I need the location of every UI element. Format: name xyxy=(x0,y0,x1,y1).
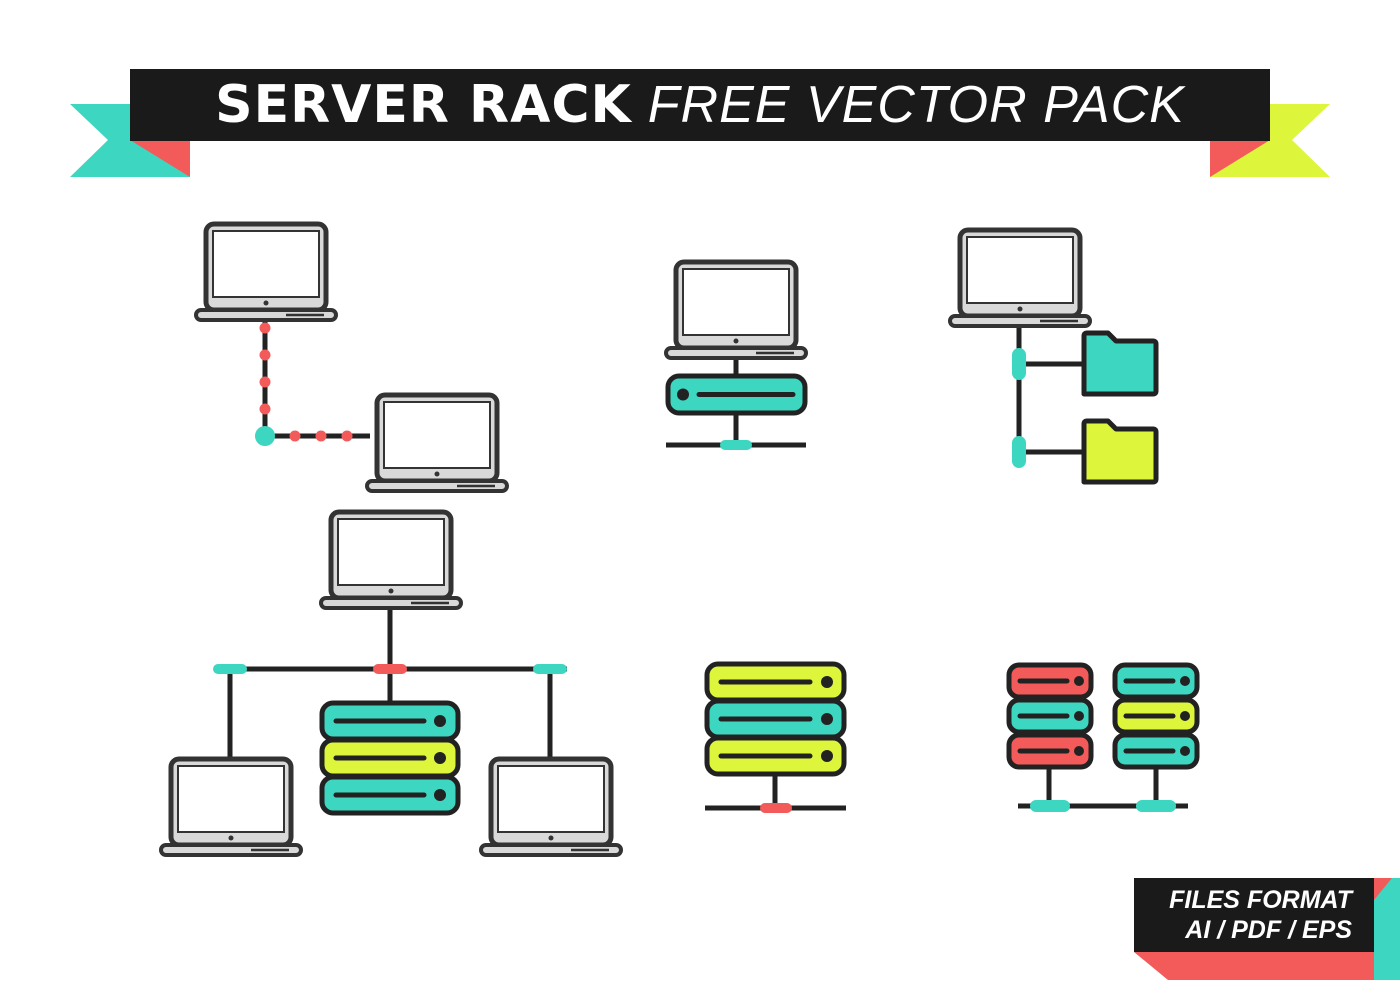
badge-line-1: FILES FORMAT xyxy=(1169,886,1352,914)
title-bold-text: SERVER RACK xyxy=(215,75,632,135)
ribbon-body xyxy=(130,69,1270,141)
laptop-network-icon xyxy=(161,512,621,855)
ribbon-left-fold xyxy=(130,140,190,177)
title-ribbon xyxy=(70,69,1330,177)
page-title: SERVER RACK FREE VECTOR PACK xyxy=(130,69,1270,141)
title-light-text: FREE VECTOR PACK xyxy=(647,76,1185,134)
laptop-server-icon xyxy=(666,262,806,450)
files-format-badge: FILES FORMAT AI / PDF / EPS xyxy=(1134,878,1374,952)
laptop-connection-icon xyxy=(196,224,507,491)
badge-line-2: AI / PDF / EPS xyxy=(1185,916,1352,944)
server-stack-icon xyxy=(704,661,847,813)
laptop-folders-icon xyxy=(950,230,1159,485)
ribbon-right-fold xyxy=(1210,140,1270,177)
dual-server-icon xyxy=(1006,662,1200,812)
files-format-badge-shape xyxy=(1134,878,1400,980)
